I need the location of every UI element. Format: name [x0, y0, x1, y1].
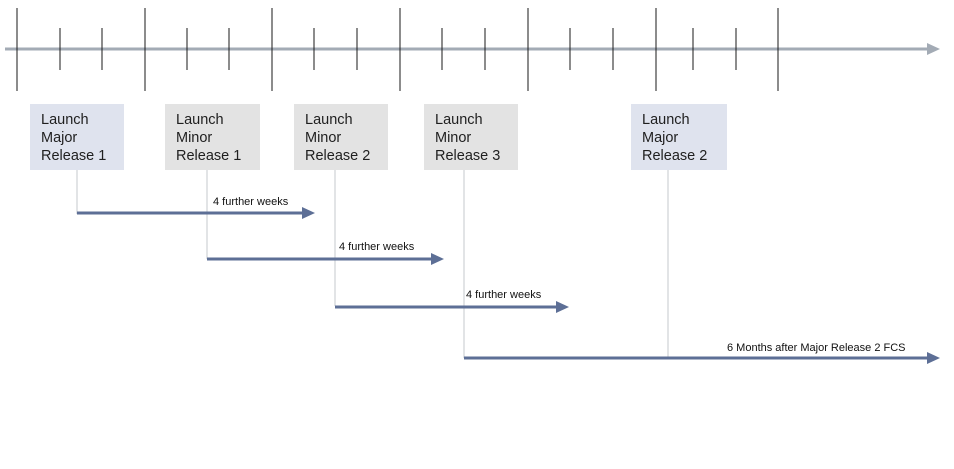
guide-lines	[76, 170, 669, 358]
milestone-label-line: Release 2	[305, 148, 371, 164]
milestone-label-line: Release 1	[176, 148, 242, 164]
interval-arrows	[77, 207, 940, 364]
interval-label: 4 further weeks	[466, 289, 542, 301]
milestone-label-line: Major	[642, 130, 679, 146]
interval-label: 4 further weeks	[213, 196, 289, 208]
milestone-label-line: Release 2	[642, 148, 708, 164]
milestone-label-line: Minor	[435, 130, 472, 146]
milestone-label-line: Release 3	[435, 148, 501, 164]
milestone-label-line: Launch	[41, 112, 89, 128]
milestone-label-line: Launch	[642, 112, 690, 128]
interval-arrowhead	[927, 352, 940, 364]
interval-label: 6 Months after Major Release 2 FCS	[727, 342, 906, 354]
interval-arrowhead	[302, 207, 315, 219]
milestone-label-line: Major	[41, 130, 78, 146]
milestone-label-line: Launch	[176, 112, 224, 128]
interval-arrowhead	[556, 301, 569, 313]
milestone-label-line: Minor	[176, 130, 213, 146]
milestone-label-line: Launch	[435, 112, 483, 128]
timeline-axis-arrowhead	[927, 43, 940, 55]
milestone-label-line: Minor	[305, 130, 342, 146]
timeline-ticks	[16, 8, 779, 91]
milestone-label-line: Release 1	[41, 148, 107, 164]
interval-arrowhead	[431, 253, 444, 265]
milestone-label-line: Launch	[305, 112, 353, 128]
interval-label: 4 further weeks	[339, 241, 415, 253]
